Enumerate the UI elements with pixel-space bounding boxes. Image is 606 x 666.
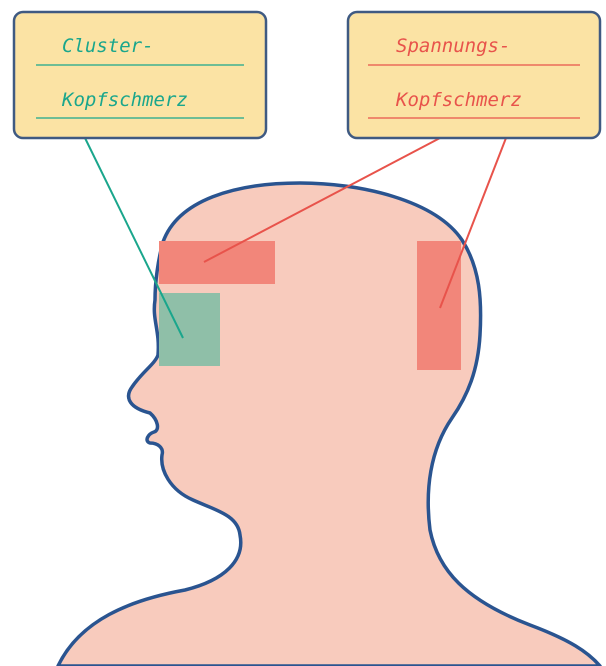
cluster-label-frame <box>14 12 266 138</box>
tension-headache-zone-forehead <box>159 241 275 284</box>
tension-label-line1: Spannungs- <box>396 35 510 57</box>
head-silhouette <box>58 183 600 666</box>
cluster-label-line1: Cluster- <box>62 35 154 57</box>
tension-label-frame <box>348 12 600 138</box>
tension-label-line2: Kopfschmerz <box>395 89 522 111</box>
cluster-label-line2: Kopfschmerz <box>61 89 188 111</box>
tension-headache-zone-back <box>417 241 461 370</box>
cluster-headache-zone <box>159 293 220 366</box>
cluster-label-box: Cluster- Kopfschmerz <box>14 12 266 138</box>
tension-label-box: Spannungs- Kopfschmerz <box>348 12 600 138</box>
